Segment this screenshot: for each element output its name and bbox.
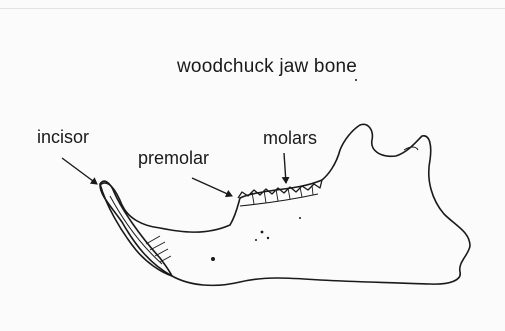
texture-dot	[255, 239, 257, 241]
molar-base	[240, 194, 318, 206]
incisor-inner-line	[110, 196, 162, 264]
incisor-label: incisor	[37, 127, 89, 148]
mental-foramen	[211, 257, 215, 261]
incisor-arrow	[62, 158, 97, 184]
diagram-title: woodchuck jaw bone	[177, 56, 357, 78]
molars-arrow	[284, 153, 286, 183]
premolar-label: premolar	[138, 148, 209, 169]
texture-dot	[355, 79, 357, 81]
texture-dot	[261, 231, 264, 234]
premolar-arrow	[192, 178, 232, 196]
molars-label: molars	[263, 128, 317, 149]
texture-dot	[299, 217, 301, 219]
texture-dot	[267, 237, 269, 239]
condyle-detail	[404, 147, 418, 150]
incisor-hatching	[146, 236, 171, 262]
